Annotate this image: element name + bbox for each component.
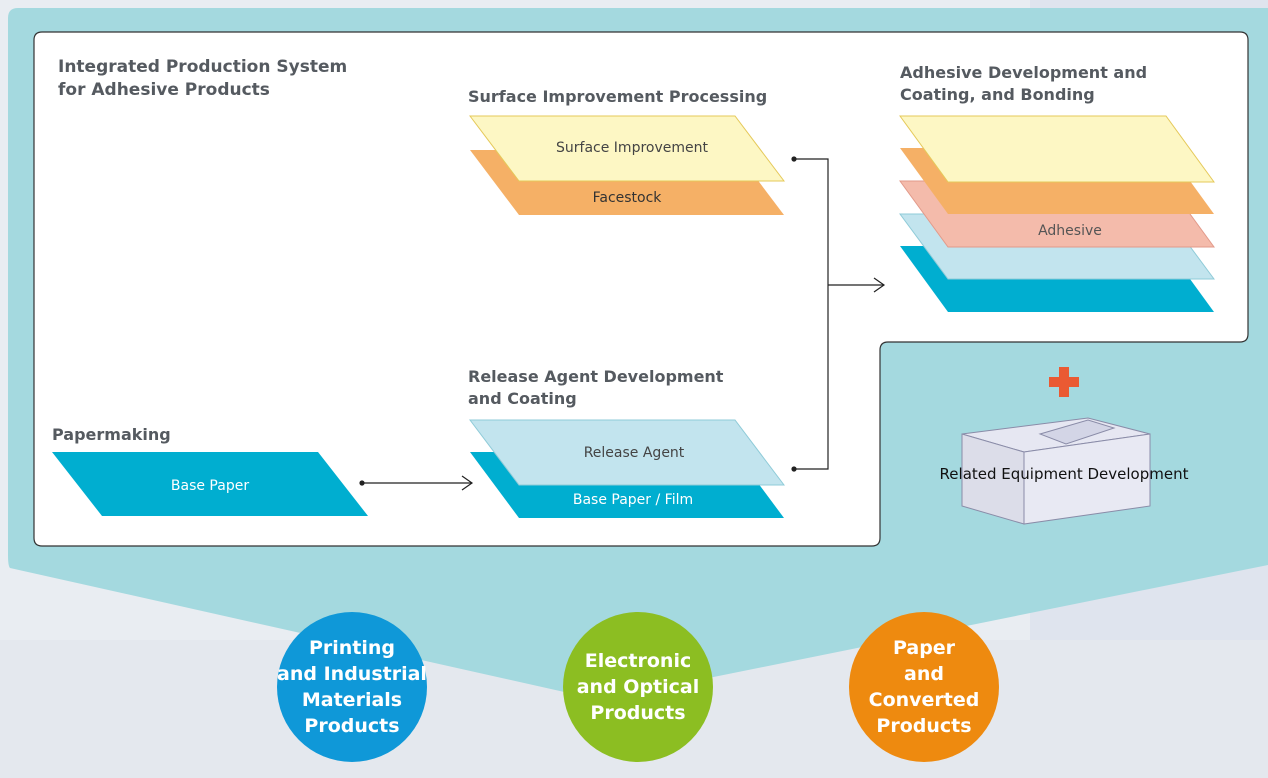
- connector-bracket: [794, 158, 829, 470]
- facestock-label: Facestock: [593, 190, 663, 206]
- stage-title-papermaking: Papermaking: [52, 425, 171, 444]
- equipment-label: Related Equipment Development: [940, 465, 1189, 483]
- release-agent-label: Release Agent: [584, 445, 685, 461]
- stage-title-surface: Surface Improvement Processing: [468, 87, 768, 106]
- stage-title-release: Release Agent Development and Coating: [468, 367, 724, 408]
- product-circle-electronic[interactable]: Electronic and Optical Products: [563, 612, 713, 762]
- adhesive-stack-layer-1: [899, 115, 1215, 183]
- plus-icon: [1049, 367, 1079, 397]
- adhesive-label: Adhesive: [1038, 223, 1102, 239]
- surface-improvement-label: Surface Improvement: [556, 140, 708, 156]
- arrow-head: [461, 475, 474, 491]
- diagram-title: Integrated Production System for Adhesiv…: [58, 57, 348, 100]
- base-paper-label: Base Paper: [171, 478, 249, 494]
- arrow-head: [873, 277, 886, 293]
- base-paper-film-label: Base Paper / Film: [573, 492, 693, 508]
- release-agent-layer: [468, 419, 786, 486]
- product-circle-printing[interactable]: Printing and Industrial Materials Produc…: [277, 612, 427, 762]
- stage-title-adhesive: Adhesive Development and Coating, and Bo…: [900, 63, 1148, 104]
- base-paper-layer: [52, 452, 368, 516]
- surface-improvement-layer: [468, 115, 786, 182]
- product-circle-paper[interactable]: Paper and Converted Products: [849, 612, 999, 762]
- equipment-box-icon: [961, 417, 1151, 525]
